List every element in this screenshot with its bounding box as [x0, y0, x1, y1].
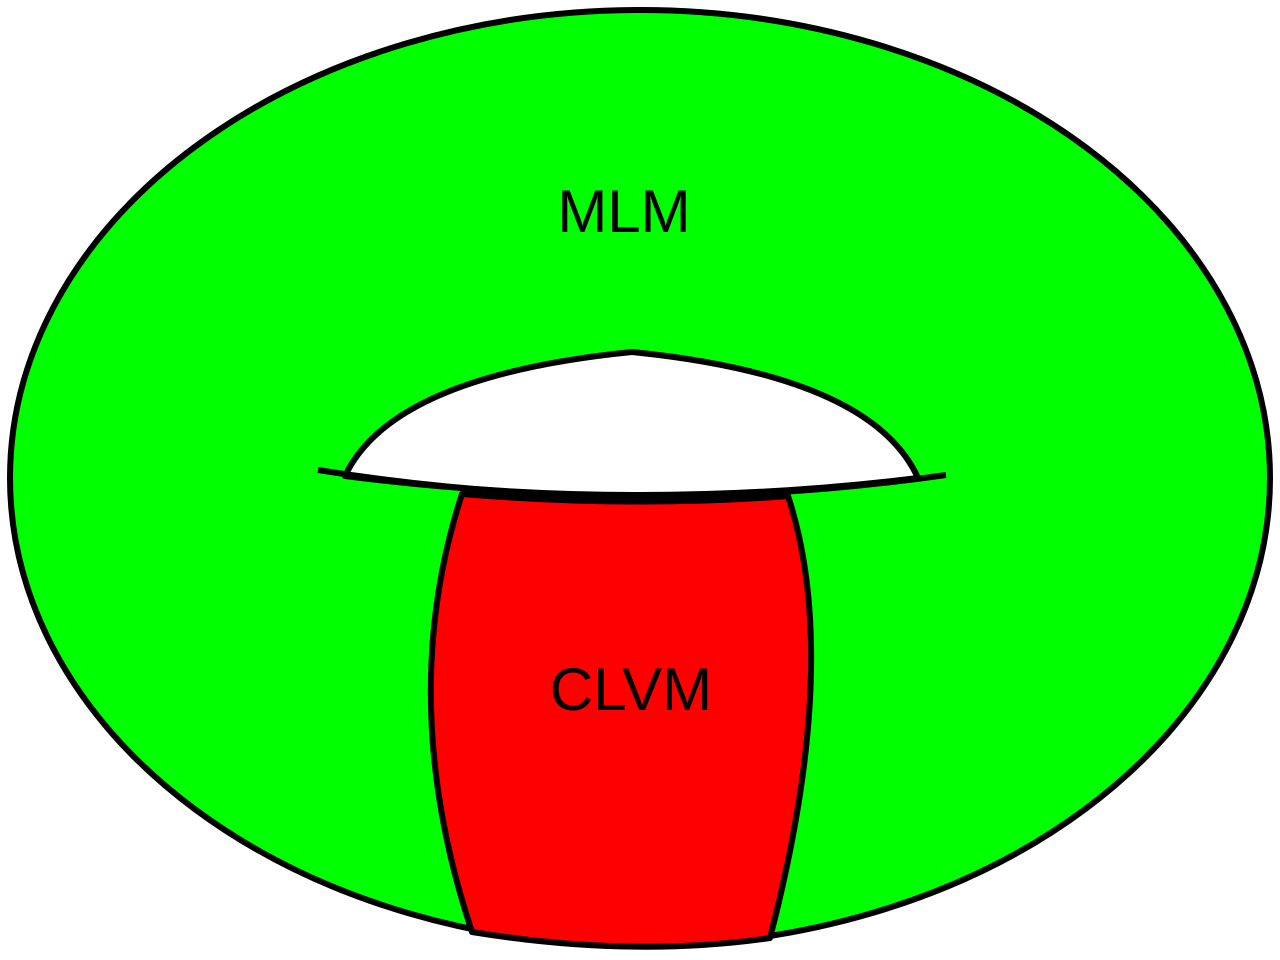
- clvm-label: CLVM: [550, 656, 712, 723]
- cut-line: [317, 467, 947, 500]
- mlm-label: MLM: [557, 178, 690, 245]
- clvm-region: [427, 491, 815, 950]
